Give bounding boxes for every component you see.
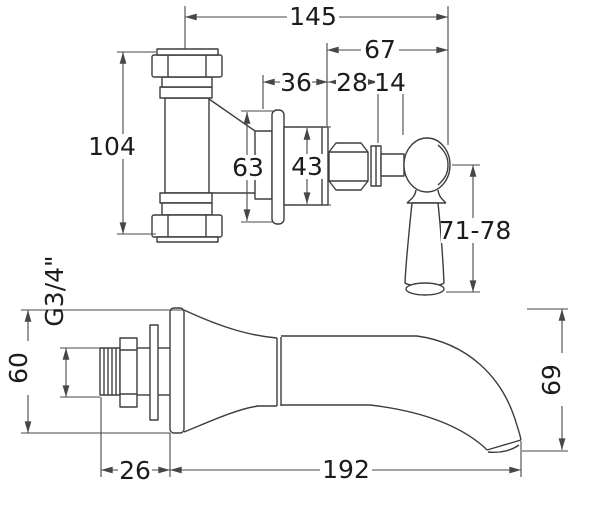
spout-flare-bottom: [183, 405, 277, 433]
dim-tail-depth-label: 26: [119, 456, 151, 485]
spout-body: [183, 309, 522, 454]
dim-trim-diameter-label: 43: [291, 152, 323, 181]
dim-drop-label: 69: [537, 364, 566, 396]
spout-bottom-drawing: [99, 307, 522, 454]
back-nut: [119, 337, 138, 408]
gland-nut: [328, 142, 369, 191]
tee-bottom-collar: [161, 202, 213, 216]
handle-end-cap: [405, 282, 445, 296]
dim-lever-length-label: 71-78: [439, 216, 512, 245]
dim-concealed-depth-label: 36: [280, 68, 312, 97]
spout-mouth-lip: [487, 444, 520, 454]
dimension-text-gaps: [17, 4, 571, 482]
lever-handle: [403, 137, 451, 296]
spout-mouth-face: [486, 439, 522, 451]
tee-bottom-cap: [156, 236, 219, 243]
dim-reach-label: 192: [322, 455, 370, 484]
tee-branch-top-edge: [208, 98, 256, 132]
handle-ball-cap-edge: [437, 144, 449, 186]
tee-fitting: [151, 48, 256, 243]
tee-bottom-nut: [151, 214, 223, 238]
wall-escutcheon: [271, 109, 285, 225]
dim-overall-width-label: 145: [289, 2, 337, 31]
tee-top-ring: [159, 86, 213, 99]
handle-stem: [380, 153, 405, 177]
dim-stem-depth-label: 14: [374, 68, 406, 97]
handle-neck-left: [406, 189, 417, 204]
handle-ball: [403, 137, 451, 193]
tee-bottom-ring: [159, 192, 213, 204]
dimension-labels: 145 67 36 28 14 104 63 43 71-78 60 G3/4"…: [4, 2, 566, 485]
dim-handle-clearance-label: 67: [364, 35, 396, 64]
spout-inner-curve: [369, 404, 488, 451]
dim-tee-height-label: 104: [88, 132, 136, 161]
tee-top-cap: [156, 48, 219, 56]
wall-plate: [169, 307, 185, 434]
dim-trim-depth-label: 28: [336, 68, 368, 97]
dim-thread-size-label: G3/4": [40, 255, 69, 326]
tee-top-nut: [151, 54, 223, 78]
washer: [149, 324, 159, 421]
spout-flare-top: [183, 309, 278, 339]
valve-top-drawing: [151, 48, 451, 296]
dim-escutcheon-diameter-label: 63: [232, 153, 264, 182]
spout-tail-assembly: [99, 307, 185, 434]
tee-top-collar: [161, 76, 213, 88]
handle-neck-right: [437, 189, 447, 204]
spout-outer-curve: [416, 335, 522, 441]
tee-pipe-body: [164, 97, 210, 194]
dim-flange-height-label: 60: [4, 352, 33, 384]
